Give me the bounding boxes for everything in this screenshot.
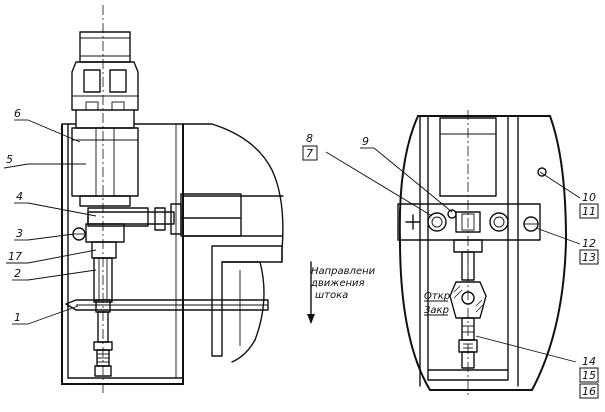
left-assembly-view	[61, 5, 284, 395]
callout-17: 17	[8, 250, 22, 263]
callout-12: 12	[582, 237, 596, 250]
callout-4: 4	[16, 190, 23, 203]
callout-5: 5	[6, 153, 13, 166]
direction-note-line-3: штока	[315, 290, 348, 301]
callout-2: 2	[14, 267, 21, 280]
callout-13-box	[579, 249, 599, 265]
close-label: Закр	[424, 305, 449, 316]
callout-13: 13	[582, 251, 596, 264]
callout-16: 16	[582, 385, 596, 398]
callout-14: 14	[582, 355, 596, 368]
callout-16-box	[579, 383, 599, 399]
callout-1: 1	[14, 311, 21, 324]
direction-note-line-2: движения	[310, 278, 365, 289]
callout-10: 10	[582, 191, 596, 204]
callout-11-box	[579, 203, 599, 219]
direction-note-line-1: Направлени	[311, 266, 376, 277]
callout-15: 15	[582, 369, 596, 382]
callout-9: 9	[362, 135, 369, 148]
right-view-callouts: 8 7 9 10 11 12 13 14 15 16	[302, 132, 599, 399]
callout-3: 3	[16, 227, 23, 240]
callout-15-box	[579, 367, 599, 383]
right-assembly-view: Откр Закр	[397, 110, 568, 396]
callout-11: 11	[582, 205, 596, 218]
left-view-callouts: 6 5 4 3 17 2 1	[3, 107, 97, 325]
direction-arrowhead	[307, 314, 315, 324]
callout-7-box	[302, 145, 318, 161]
direction-note: Направлени движения штока	[307, 261, 376, 324]
callout-8: 8	[306, 132, 313, 145]
open-label: Откр	[424, 291, 450, 302]
callout-6: 6	[14, 107, 21, 120]
callout-7: 7	[306, 147, 313, 160]
